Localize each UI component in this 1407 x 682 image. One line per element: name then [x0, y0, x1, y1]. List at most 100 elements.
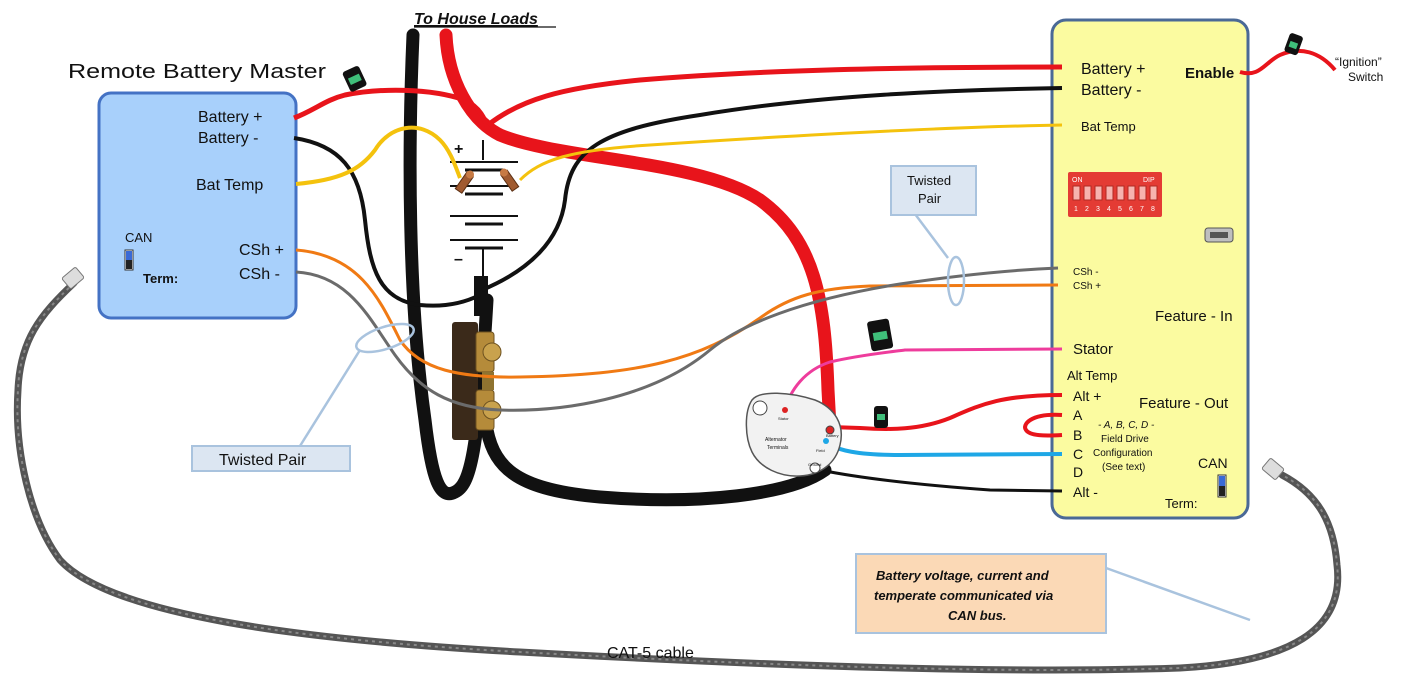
alternator-title2: Terminals: [767, 445, 789, 451]
regulator-connector-icon: [1204, 227, 1234, 243]
field-wire: [825, 442, 1063, 458]
rj45-connector-left: [61, 267, 85, 289]
alt-pos-wire: [829, 393, 1063, 431]
dip-number-4: 4: [1107, 206, 1111, 213]
reg-battery-neg-wire: [481, 86, 1063, 292]
reg-enable-label: Enable: [1185, 65, 1234, 82]
reg-alt-neg-label: Alt -: [1073, 484, 1098, 500]
remote-battery-neg-label: Battery -: [198, 130, 258, 147]
reg-field-line2: Field Drive: [1101, 434, 1149, 445]
reg-battery-neg-label: Battery -: [1081, 82, 1141, 99]
negative-alt-cable: [480, 423, 832, 507]
reg-a-label: A: [1073, 407, 1083, 423]
dip-number-7: 7: [1140, 206, 1144, 213]
dip-number-6: 6: [1129, 206, 1133, 213]
dip-number-5: 5: [1118, 206, 1122, 213]
twisted-pair-left-label: Twisted Pair: [219, 452, 307, 469]
dip-key-1: [1072, 185, 1081, 201]
remote-term-label: Term:: [143, 271, 178, 286]
fuse-ignition-icon: [1284, 33, 1303, 56]
remote-bat-temp-wire: [295, 125, 462, 186]
reg-battery-pos-label: Battery +: [1081, 61, 1145, 78]
reg-field-line3: Configuration: [1093, 448, 1152, 459]
reg-battery-pos-wire: [486, 64, 1063, 127]
note-line1: Battery voltage, current and: [876, 568, 1050, 583]
dip-number-8: 8: [1151, 206, 1155, 213]
dip-key-6: [1127, 185, 1136, 201]
negative-house-cable: [403, 28, 494, 501]
battery-bank: [450, 140, 518, 285]
alternator-terminals: [745, 392, 842, 477]
current-shunt: [452, 322, 502, 440]
dip-on-label: ON: [1072, 177, 1083, 184]
alternator-title1: Alternator: [765, 437, 787, 443]
dip-key-7: [1138, 185, 1147, 201]
twisted-pair-right-ring: [946, 255, 966, 307]
stator-wire: [783, 347, 1063, 411]
twisted-pair-right-label1: Twisted: [907, 173, 951, 188]
note-box: [855, 553, 1107, 634]
dip-number-3: 3: [1096, 206, 1100, 213]
remote-battery-neg-wire: [293, 136, 481, 308]
twisted-pair-right-label2: Pair: [918, 191, 942, 206]
ring-terminal-left-icon: [454, 170, 475, 194]
remote-csh-pos-label: CSh +: [239, 242, 284, 259]
note-line3: CAN bus.: [948, 608, 1007, 623]
twisted-pair-left-box: [191, 445, 351, 472]
note-line2: temperate communicated via: [874, 588, 1053, 603]
house-loads-label: To House Loads: [414, 11, 538, 28]
fuse-alt-icon: [874, 406, 888, 428]
reg-c-label: C: [1073, 446, 1083, 462]
reg-field-line1: - A, B, C, D -: [1098, 420, 1155, 431]
ring-terminal-right-icon: [499, 168, 520, 192]
cat5-label: CAT-5 cable: [607, 645, 694, 662]
dip-key-3: [1094, 185, 1103, 201]
reg-stator-label: Stator: [1073, 341, 1113, 358]
reg-bat-temp-label: Bat Temp: [1081, 119, 1136, 134]
dip-key-2: [1083, 185, 1092, 201]
ignition-line1: “Ignition”: [1335, 55, 1382, 69]
reg-term-label: Term:: [1165, 496, 1198, 511]
alternator-ground-label: Ground: [808, 462, 821, 467]
reg-bat-temp-wire: [518, 123, 1063, 182]
reg-alt-pos-label: Alt +: [1073, 388, 1101, 404]
remote-battery-pos-label: Battery +: [198, 109, 262, 126]
reg-field-line4: (See text): [1102, 462, 1145, 473]
remote-battery-pos-wire: [293, 87, 491, 131]
dip-key-4: [1105, 185, 1114, 201]
remote-csh-pos-wire: [295, 248, 1059, 379]
reg-can-label: CAN: [1198, 455, 1228, 471]
remote-csh-neg-label: CSh -: [239, 266, 280, 283]
fuse-stator-icon: [867, 318, 894, 352]
reg-alt-temp-label: Alt Temp: [1067, 368, 1117, 383]
dip-number-1: 1: [1074, 206, 1078, 213]
reg-csh-pos-label: CSh +: [1073, 281, 1101, 292]
ignition-line2: Switch: [1348, 70, 1383, 84]
reg-feature-in-label: Feature - In: [1155, 308, 1233, 325]
reg-b-label: B: [1073, 427, 1082, 443]
battery-plus-label: +: [454, 141, 463, 158]
battery-minus-label: –: [454, 251, 463, 268]
twisted-pair-left-ring: [355, 322, 415, 354]
alternator-battery-label: Battery: [826, 433, 839, 438]
dip-number-2: 2: [1085, 206, 1089, 213]
dip-key-8: [1149, 185, 1158, 201]
twisted-pair-right-box: [890, 165, 977, 216]
reg-can-term-switch: [1217, 474, 1227, 498]
fuse-remote-icon: [342, 66, 367, 92]
shunt-lead: [474, 276, 488, 316]
enable-wire: [1239, 48, 1337, 76]
twisted-pair-left-leader: [298, 349, 362, 447]
remote-battery-master-box: [97, 91, 298, 320]
dip-label: DIP: [1143, 177, 1155, 184]
cat5-cable-highlight: [16, 282, 1339, 671]
alternator-field-label: Field: [816, 448, 825, 453]
remote-battery-master-title: Remote Battery Master: [68, 61, 326, 83]
remote-bat-temp-label: Bat Temp: [196, 177, 263, 194]
alternator-stator-label: Stator: [778, 416, 789, 421]
reg-d-label: D: [1073, 464, 1083, 480]
rj45-connector-right: [1261, 458, 1285, 480]
reg-csh-neg-label: CSh -: [1073, 267, 1099, 278]
